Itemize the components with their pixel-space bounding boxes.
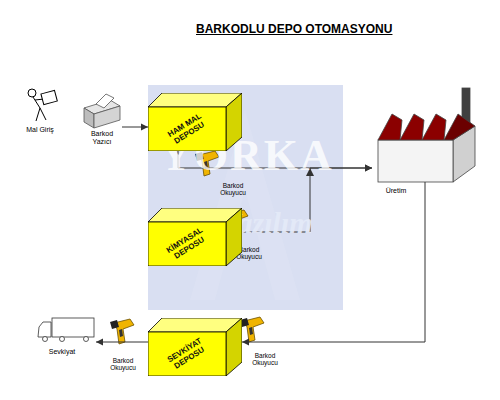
node-caption: Barkod Yazıcı (85, 130, 119, 146)
box-face: SEVKİYAT DEPOSU (148, 332, 226, 376)
wheel (43, 337, 48, 342)
truck-cab (38, 322, 51, 337)
watermark-panel (148, 85, 343, 310)
box-label: KİMYASAL DEPOSU (156, 220, 218, 268)
warehouse-box: KİMYASAL DEPOSU (148, 208, 242, 266)
person-head (28, 89, 36, 97)
printer-side (84, 108, 94, 128)
warehouse-box: SEVKİYAT DEPOSU (148, 318, 242, 376)
wheel (84, 337, 89, 342)
roof (444, 114, 475, 140)
box-label: HAM MAL DEPOSU (156, 105, 218, 153)
printer-front (94, 106, 120, 128)
barcode-scanner (240, 317, 264, 342)
factory-icon (378, 88, 475, 182)
roof (422, 114, 446, 140)
person-icon (28, 89, 57, 121)
diagram-title: BARKODLU DEPO OTOMASYONU (196, 22, 392, 36)
arrowhead (96, 339, 103, 346)
scanner-label: Barkod Okuyucu (212, 182, 254, 197)
arrowhead (242, 339, 249, 346)
node-caption: Üretim (374, 187, 418, 195)
roof (400, 114, 424, 140)
node-caption: Mal Giriş (14, 126, 66, 134)
box-label: SEVKİYAT DEPOSU (156, 330, 218, 378)
box-face: KİMYASAL DEPOSU (148, 222, 226, 266)
wheel (60, 337, 65, 342)
entry-node: Mal Giriş (22, 88, 58, 122)
node-caption: Sevkiyat (40, 348, 84, 356)
printer-icon (84, 94, 120, 128)
factory-wall (378, 140, 453, 182)
warehouse-box: HAM MAL DEPOSU (148, 93, 242, 151)
flow-connector (122, 124, 148, 131)
parcel (41, 90, 57, 104)
factory-node: Üretim (372, 86, 480, 182)
connector-line (96, 342, 148, 343)
barcode-scanner (110, 319, 134, 344)
arrowhead (365, 165, 372, 172)
scanner-label: Barkod Okuyucu (102, 357, 144, 372)
flow-connector (96, 339, 148, 346)
box-face: HAM MAL DEPOSU (148, 107, 226, 151)
arrowhead (365, 165, 372, 172)
arrowhead (141, 124, 148, 131)
roof (378, 114, 402, 140)
printer-node: Barkod Yazıcı (82, 92, 122, 128)
truck-node: Sevkiyat (38, 318, 96, 342)
trailer (52, 318, 94, 337)
printer-paper (96, 94, 114, 108)
truck-icon (38, 318, 94, 342)
scanner-label: Barkod Okuyucu (244, 352, 286, 367)
